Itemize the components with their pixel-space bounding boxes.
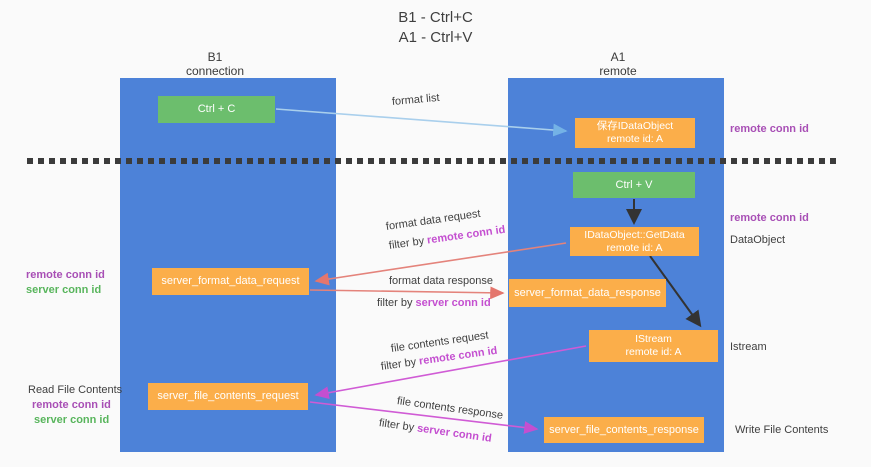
- node-istream-line2: remote id: A: [625, 346, 682, 358]
- node-server-file-contents-response: server_file_contents_response: [544, 417, 704, 443]
- node-istream: IStream remote id: A: [589, 330, 718, 362]
- node-server-file-contents-request: server_file_contents_request: [148, 383, 308, 410]
- node-server-format-data-response-label: server_format_data_response: [514, 286, 661, 299]
- arrow-format-data-response: [309, 286, 505, 300]
- label-filter-format-response-key: server conn id: [415, 297, 491, 309]
- node-ctrl-c-label: Ctrl + C: [197, 103, 236, 115]
- annotation-remote-conn-id-top: remote conn id: [730, 123, 809, 135]
- annotation-istream: Istream: [730, 341, 767, 353]
- diagram-title-line2: A1 - Ctrl+V: [398, 29, 473, 46]
- annotation-left-bottom-remote: remote conn id: [32, 399, 111, 411]
- diagram-title: B1 - Ctrl+C A1 - Ctrl+V: [0, 8, 871, 48]
- node-istream-line1: IStream: [635, 333, 672, 345]
- label-filter-file-response-prefix: filter by: [378, 417, 418, 435]
- label-filter-format-request-key: remote conn id: [426, 223, 507, 247]
- label-filter-format-request-prefix: filter by: [388, 234, 428, 252]
- label-file-contents-response: file contents response: [396, 395, 504, 422]
- annotation-write-file-contents: Write File Contents: [735, 424, 829, 436]
- annotation-left-bottom-server: server conn id: [34, 414, 110, 426]
- label-format-data-response: format data response: [389, 275, 493, 287]
- left-column-role: connection: [185, 64, 245, 78]
- annotation-left-mid-ids: remote conn id server conn id: [26, 268, 105, 298]
- annotation-remote-conn-id-mid: remote conn id: [730, 212, 809, 224]
- annotation-read-file-contents-block: Read File Contents remote conn id server…: [28, 383, 122, 428]
- node-idataobject-getdata: IDataObject::GetData remote id: A: [570, 227, 699, 256]
- node-server-format-data-request: server_format_data_request: [152, 268, 309, 295]
- node-server-format-data-request-label: server_format_data_request: [161, 275, 300, 287]
- label-filter-format-response-prefix: filter by: [377, 297, 416, 309]
- left-column-name: B1: [207, 50, 223, 64]
- right-column-name: A1: [610, 50, 626, 64]
- annotation-left-mid-remote: remote conn id: [26, 269, 105, 281]
- node-saved-idataobject-line1: 保存IDataObject: [596, 120, 674, 132]
- node-idataobject-getdata-line1: IDataObject::GetData: [584, 228, 685, 241]
- label-filter-file-response: filter by server conn id: [378, 417, 492, 445]
- node-saved-idataobject-line2: remote id: A: [606, 133, 664, 145]
- left-column-header: B1 connection: [135, 50, 295, 78]
- right-column-role: remote: [599, 64, 637, 78]
- node-server-file-contents-response-label: server_file_contents_response: [549, 423, 699, 436]
- annotation-left-mid-server: server conn id: [26, 284, 102, 296]
- label-filter-file-request-prefix: filter by: [380, 355, 420, 373]
- label-filter-format-response: filter by server conn id: [377, 297, 491, 309]
- node-idataobject-getdata-line2: remote id: A: [606, 241, 663, 254]
- phase-separator-line: [27, 158, 837, 164]
- node-server-file-contents-request-label: server_file_contents_request: [157, 390, 299, 402]
- label-filter-file-response-key: server conn id: [416, 422, 493, 445]
- node-saved-idataobject: 保存IDataObject remote id: A: [575, 118, 695, 148]
- annotation-read-file-contents: Read File Contents: [28, 384, 123, 396]
- right-column-header: A1 remote: [538, 50, 698, 78]
- node-server-format-data-response: server_format_data_response: [509, 279, 666, 307]
- node-ctrl-c: Ctrl + C: [158, 96, 275, 123]
- diagram-title-line1: B1 - Ctrl+C: [398, 9, 473, 26]
- annotation-dataobject: DataObject: [730, 234, 786, 246]
- label-format-list: format list: [391, 91, 441, 108]
- node-ctrl-v: Ctrl + V: [573, 172, 695, 198]
- node-ctrl-v-label: Ctrl + V: [615, 178, 653, 191]
